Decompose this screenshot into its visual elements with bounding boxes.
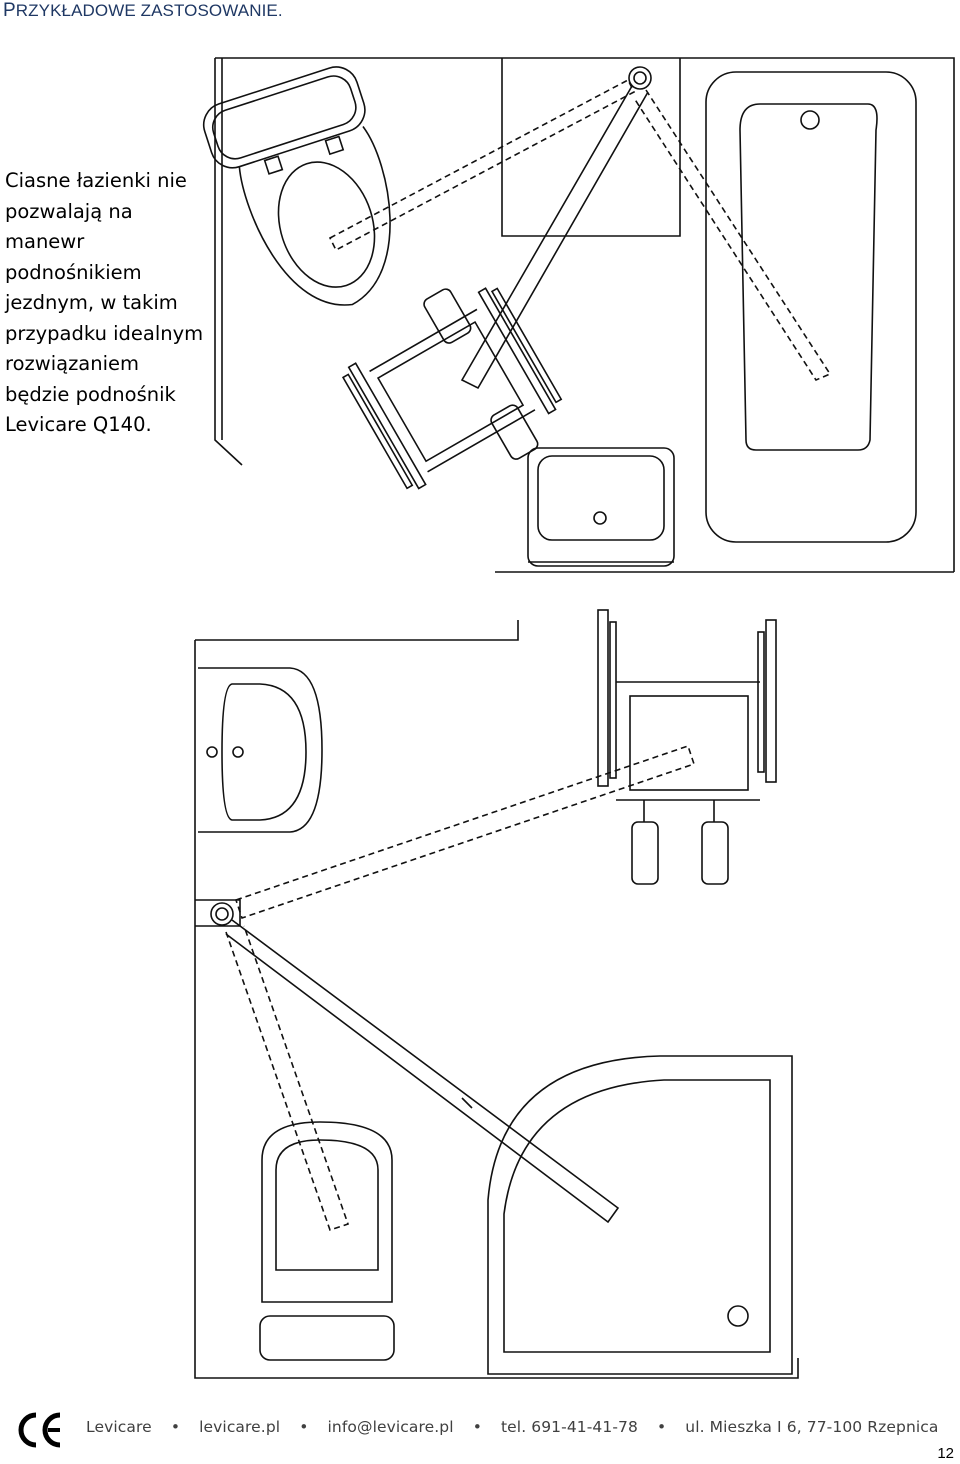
- bathtub-top: [705, 71, 917, 543]
- footer-website[interactable]: levicare.pl: [199, 1418, 281, 1436]
- heading-rest: RZYKŁADOWE ZASTOSOWANIE.: [15, 1, 283, 20]
- footer-phone: tel. 691-41-41-78: [500, 1418, 638, 1436]
- bullet-icon: •: [299, 1418, 309, 1436]
- lift-arm-bottom: [210, 744, 696, 1232]
- description-line: podnośnikiem: [5, 260, 142, 284]
- description-line: jezdnym, w takim: [5, 291, 178, 314]
- ce-mark-icon: [18, 1412, 61, 1448]
- page-number: 12: [937, 1445, 954, 1462]
- wheelchair-bottom: [597, 609, 777, 885]
- bathroom-plan-bottom: [194, 609, 799, 1379]
- description-line: pozwalają na: [5, 199, 133, 223]
- wheelchair-top: [341, 287, 563, 490]
- description-line: rozwiązaniem: [5, 352, 140, 375]
- bullet-icon: •: [170, 1418, 181, 1436]
- description-paragraph: Ciasne łazienki nie pozwalają na manewr …: [5, 166, 210, 441]
- washbasin-top: [527, 447, 675, 567]
- description-line: manewr: [5, 230, 85, 253]
- toilet-bottom: [259, 1121, 395, 1361]
- toilet-top: [202, 66, 391, 306]
- bathroom-plan-top: [202, 57, 955, 573]
- footer-brand: Levicare: [86, 1418, 152, 1436]
- bullet-icon: •: [657, 1418, 667, 1436]
- page-heading: PRZYKŁADOWE ZASTOSOWANIE.: [3, 0, 283, 22]
- footer-contact: Levicare • levicare.pl • info@levicare.p…: [86, 1418, 939, 1436]
- heading-initial: P: [3, 0, 16, 21]
- lift-arm-top: [328, 66, 832, 390]
- walls-bottom: [194, 620, 799, 1379]
- description-line: będzie podnośnik: [5, 382, 176, 406]
- walls-top: [214, 57, 955, 573]
- footer-email[interactable]: info@levicare.pl: [327, 1418, 454, 1436]
- washbasin-bottom: [198, 667, 323, 833]
- description-line: Levicare Q140.: [5, 413, 152, 436]
- shower-tray: [487, 1055, 793, 1375]
- description-line: Ciasne łazienki nie: [5, 169, 187, 192]
- footer-address: ul. Mieszka I 6, 77-100 Rzepnica: [685, 1418, 939, 1436]
- description-line: przypadku idealnym: [5, 321, 204, 345]
- bullet-icon: •: [472, 1418, 482, 1436]
